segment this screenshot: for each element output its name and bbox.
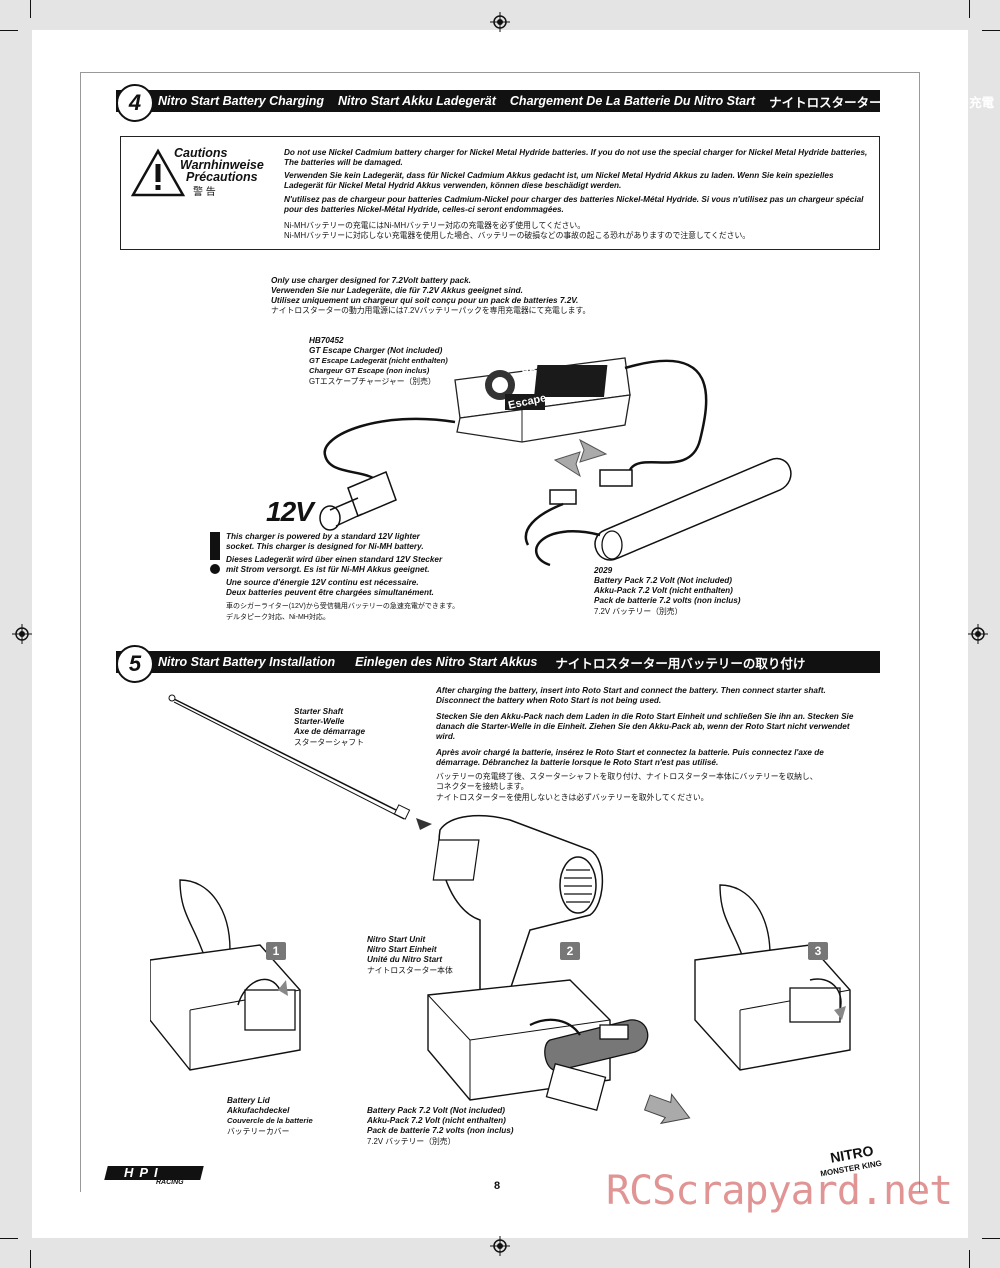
power-text-jp-2: デルタピーク対応、Ni-MH対応。	[226, 614, 330, 621]
install-text-en: After charging the battery, insert into …	[436, 686, 826, 705]
shaft-label-de: Starter-Welle	[294, 717, 345, 726]
section-4-title-jp: ナイトロスターター用バッテリーの充電	[769, 95, 995, 110]
nitro-unit-de: Nitro Start Einheit	[367, 945, 437, 954]
crop-mark	[30, 1250, 31, 1268]
charger-name-jp: GTエスケープチャージャー（別売）	[309, 377, 436, 386]
power-text-fr-2: Deux batteries peuvent être chargées sim…	[226, 588, 434, 597]
battery-lid-de: Akkufachdeckel	[227, 1106, 290, 1115]
battery-bottom-en: Battery Pack 7.2 Volt (Not included)	[367, 1106, 506, 1115]
caution-text-fr: N'utilisez pas de chargeur pour batterie…	[284, 195, 864, 214]
install-text-fr: Après avoir chargé la batterie, insérez …	[436, 748, 824, 767]
caution-text-de: Verwenden Sie kein Ladegerät, dass für N…	[284, 171, 834, 190]
install-text-jp-1: バッテリーの充電終了後、スターターシャフトを取り付け、ナイトロスターター本体にバ…	[436, 772, 818, 781]
crop-mark	[969, 1250, 970, 1268]
racing-logo-text: RACING	[156, 1179, 184, 1186]
install-text-de: Stecken Sie den Akku-Pack nach dem Laden…	[436, 712, 854, 741]
battery-top-jp: 7.2V バッテリー（別売）	[594, 607, 683, 616]
crop-mark	[0, 1238, 18, 1239]
charger-name-fr: Chargeur GT Escape (non inclus)	[309, 366, 430, 375]
cautions-label-jp: 警 告	[193, 187, 216, 198]
step-badge-3: 3	[808, 942, 828, 960]
battery-top-en: Battery Pack 7.2 Volt (Not included)	[594, 576, 733, 585]
power-text-en-1: This charger is powered by a standard 12…	[226, 532, 420, 541]
crop-mark	[982, 1238, 1000, 1239]
voltage-label: 12V	[266, 496, 314, 527]
caution-text-en: Do not use Nickel Cadmium battery charge…	[284, 148, 868, 167]
hpi-logo-text: HPI	[124, 1165, 164, 1180]
power-text-de-1: Dieses Ladegerät wird über einen standar…	[226, 555, 443, 564]
section-5-title-de: Einlegen des Nitro Start Akkus	[355, 655, 538, 669]
charger-note-en: Only use charger designed for 7.2Volt ba…	[271, 276, 471, 285]
nitro-unit-en: Nitro Start Unit	[367, 935, 426, 944]
nitro-unit-jp: ナイトロスターター本体	[367, 966, 453, 975]
crop-mark	[982, 30, 1000, 31]
charger-name-en: GT Escape Charger (Not included)	[309, 346, 443, 355]
crop-mark	[0, 30, 18, 31]
registration-mark-icon	[12, 624, 32, 644]
step-number-5: 5	[116, 645, 154, 683]
charger-illustration	[319, 357, 792, 567]
crop-mark	[969, 0, 970, 18]
install-text-jp-3: ナイトロスターターを使用しないときは必ずバッテリーを取外してください。	[436, 793, 709, 802]
charger-part-number: HB70452	[309, 336, 344, 345]
watermark: RCScrapyard.net	[606, 1168, 953, 1214]
caution-text-jp-2: Ni-MHバッテリーに対応しない充電器を使用した場合、バッテリーの破損などの事故…	[284, 231, 751, 240]
cautions-label-fr: Précautions	[186, 170, 258, 184]
install-text-jp-2: コネクターを接続します。	[436, 782, 529, 791]
shaft-label-fr: Axe de démarrage	[294, 727, 365, 736]
section-4-title-fr: Chargement De La Batterie Du Nitro Start	[509, 94, 756, 108]
crop-mark	[30, 0, 31, 18]
step-badge-1: 1	[266, 942, 286, 960]
power-text-jp-1: 車のシガーライター(12V)から受信機用バッテリーの急速充電ができます。	[226, 603, 460, 610]
section-4-title-de: Nitro Start Akku Ladegerät	[338, 94, 496, 108]
section-4-header: Nitro Start Battery Charging Nitro Start…	[116, 90, 994, 112]
charger-note-de: Verwenden Sie nur Ladegeräte, die für 7.…	[271, 286, 523, 295]
frame-right-line	[919, 72, 920, 1192]
charger-note-fr: Utilisez uniquement un chargeur qui soit…	[271, 296, 579, 305]
section-5-header: Nitro Start Battery Installation Einlege…	[116, 651, 880, 673]
frame-top-line	[80, 72, 920, 73]
cautions-label-de: Warnhinweise	[180, 158, 264, 172]
battery-lid-jp: バッテリーカバー	[227, 1127, 290, 1136]
battery-part-number: 2029	[594, 566, 613, 575]
registration-mark-icon	[490, 1236, 510, 1256]
shaft-label-jp: スターターシャフト	[294, 738, 365, 747]
page-number: 8	[494, 1180, 501, 1192]
battery-bottom-fr: Pack de batterie 7.2 volts (non inclus)	[367, 1126, 514, 1135]
section-5-title-jp: ナイトロスターター用バッテリーの取り付け	[555, 656, 806, 671]
battery-bottom-jp: 7.2V バッテリー（別売）	[367, 1137, 456, 1146]
power-text-fr-1: Une source d'énergie 12V continu est néc…	[226, 578, 419, 587]
cautions-label-en: Cautions	[174, 146, 228, 160]
cautions-box	[120, 136, 880, 250]
nitro-unit-fr: Unité du Nitro Start	[367, 955, 443, 964]
battery-lid-en: Battery Lid	[227, 1096, 270, 1105]
exclamation-icon	[210, 532, 220, 574]
step-number-4: 4	[116, 84, 154, 122]
battery-top-fr: Pack de batterie 7.2 volts (non inclus)	[594, 596, 741, 605]
charger-note-jp: ナイトロスターターの動力用電源には7.2Vバッテリーパックを専用充電器にて充電し…	[271, 306, 591, 315]
caution-text-jp-1: Ni-MHバッテリーの充電にはNi-MHバッテリー対応の充電器を必ず使用してくだ…	[284, 221, 585, 230]
registration-mark-icon	[968, 624, 988, 644]
registration-mark-icon	[490, 12, 510, 32]
starter-installation-illustration	[150, 694, 851, 1125]
frame-left-line	[80, 72, 81, 1192]
section-5-title-en: Nitro Start Battery Installation	[158, 655, 336, 669]
battery-bottom-de: Akku-Pack 7.2 Volt (nicht enthalten)	[367, 1116, 506, 1125]
step-badge-2: 2	[560, 942, 580, 960]
warning-triangle-icon	[130, 148, 186, 197]
power-text-de-2: mit Strom versorgt. Es ist für Ni-MH Akk…	[226, 565, 430, 574]
battery-top-de: Akku-Pack 7.2 Volt (nicht enthalten)	[594, 586, 733, 595]
hpi-racing-logo: HPI RACING	[104, 1165, 206, 1190]
shaft-label-en: Starter Shaft	[294, 707, 344, 716]
charger-name-de: GT Escape Ladegerät (nicht enthalten)	[309, 356, 448, 365]
power-text-en-2: socket. This charger is designed for Ni-…	[226, 542, 424, 551]
section-4-title-en: Nitro Start Battery Charging	[158, 94, 324, 108]
battery-lid-fr: Couvercle de la batterie	[227, 1116, 313, 1125]
